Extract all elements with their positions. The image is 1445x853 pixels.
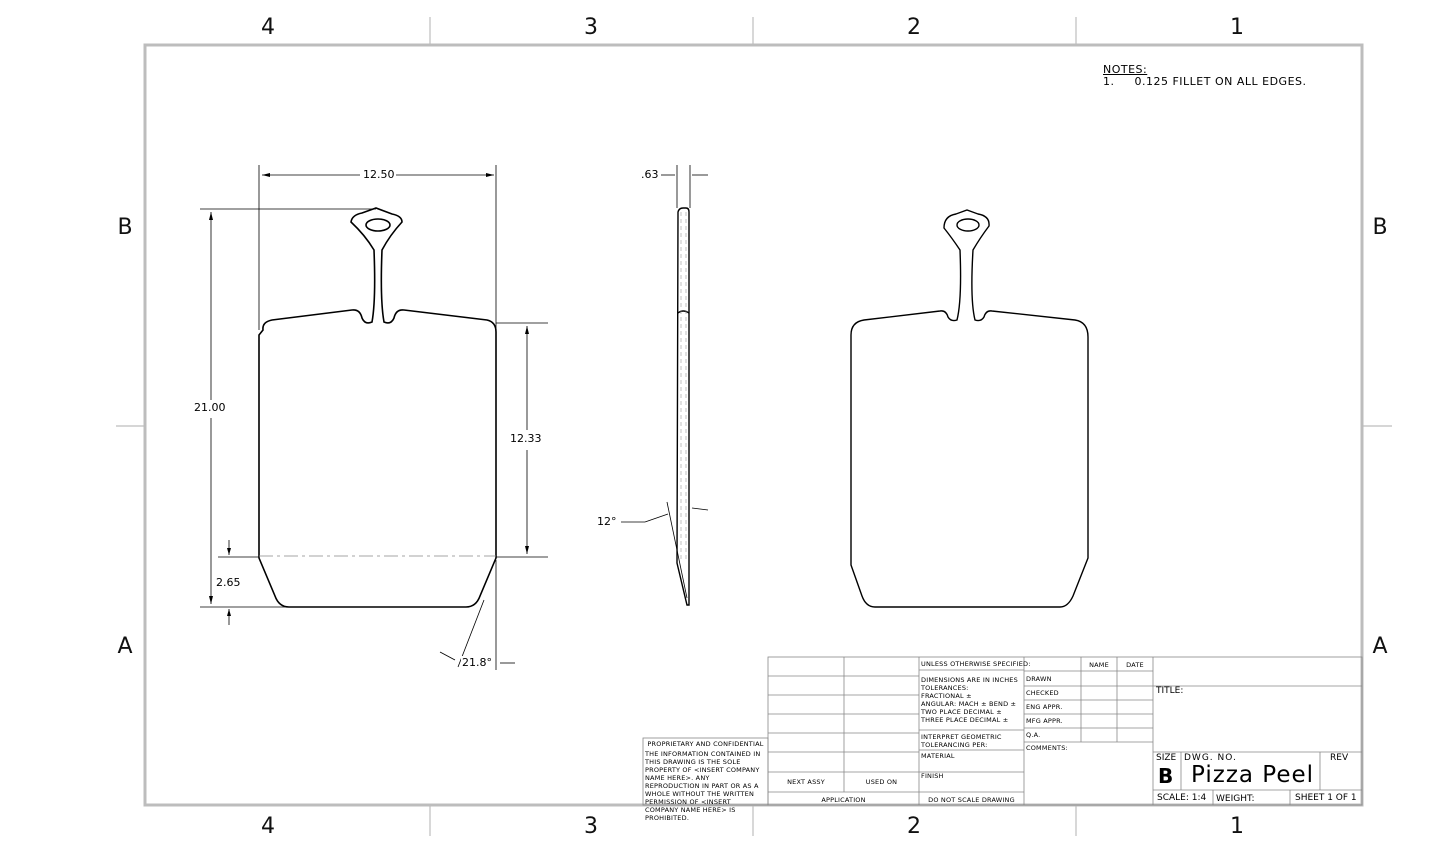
- tolerance-1: TOLERANCES:: [921, 684, 969, 692]
- zone-row-b-left: B: [117, 215, 133, 240]
- dim-bevel-angle: 21.8°: [461, 656, 493, 669]
- zone-col-1-top: 1: [1230, 15, 1244, 40]
- dwg-no-label: DWG. NO.: [1184, 753, 1237, 763]
- used-on-label: USED ON: [865, 778, 898, 786]
- dim-edge-angle: 12°: [596, 515, 618, 528]
- note-item: 1. 0.125 FILLET ON ALL EDGES.: [1103, 75, 1307, 88]
- date-header: DATE: [1126, 661, 1144, 669]
- application-label: APPLICATION: [821, 796, 866, 804]
- do-not-scale-label: DO NOT SCALE DRAWING: [928, 796, 1015, 804]
- sheet-label: SHEET 1 OF 1: [1295, 793, 1357, 803]
- approval-qa: Q.A.: [1026, 731, 1041, 739]
- dwg-no-value: Pizza Peel: [1191, 762, 1315, 788]
- size-label: SIZE: [1156, 753, 1177, 763]
- proprietary-body: THE INFORMATION CONTAINED IN THIS DRAWIN…: [645, 750, 761, 822]
- zone-row-a-right: A: [1372, 634, 1388, 659]
- size-value: B: [1158, 764, 1174, 788]
- interpret-1: TOLERANCING PER:: [921, 741, 988, 749]
- tolerance-5: THREE PLACE DECIMAL ±: [921, 716, 1009, 724]
- zone-col-3-bottom: 3: [584, 814, 598, 839]
- dim-blade-height: 12.33: [509, 432, 543, 445]
- zone-row-a-left: A: [117, 634, 133, 659]
- tolerance-0: DIMENSIONS ARE IN INCHES: [921, 676, 1018, 684]
- dim-thickness: .63: [640, 168, 660, 181]
- name-header: NAME: [1089, 661, 1109, 669]
- zone-col-3-top: 3: [584, 15, 598, 40]
- dim-bevel-height: 2.65: [215, 576, 242, 589]
- front-dimensions: [200, 165, 548, 670]
- material-label: MATERIAL: [921, 752, 955, 760]
- finish-label: FINISH: [921, 772, 944, 780]
- zone-col-4-top: 4: [261, 15, 275, 40]
- approval-checked: CHECKED: [1026, 689, 1059, 697]
- comments-label: COMMENTS:: [1026, 744, 1068, 752]
- dim-height: 21.00: [193, 401, 227, 414]
- zone-col-2-bottom: 2: [907, 814, 921, 839]
- next-assy-label: NEXT ASSY: [787, 778, 825, 786]
- dim-width: 12.50: [362, 168, 396, 181]
- rev-label: REV: [1330, 753, 1349, 763]
- approval-mfg: MFG APPR.: [1026, 717, 1063, 725]
- proprietary-heading: PROPRIETARY AND CONFIDENTIAL: [647, 740, 764, 748]
- tolerance-3: ANGULAR: MACH ± BEND ±: [921, 700, 1017, 708]
- tolerance-4: TWO PLACE DECIMAL ±: [921, 708, 1002, 716]
- title-label: TITLE:: [1156, 686, 1184, 696]
- right-view: [850, 209, 1089, 608]
- scale-label: SCALE: 1:4: [1157, 793, 1207, 803]
- front-view: [258, 207, 497, 608]
- interpret-0: INTERPRET GEOMETRIC: [921, 733, 1002, 741]
- zone-col-1-bottom: 1: [1230, 814, 1244, 839]
- side-view: [676, 207, 690, 606]
- approval-drawn: DRAWN: [1026, 675, 1052, 683]
- notes-heading: NOTES:: [1103, 63, 1148, 76]
- zone-col-4-bottom: 4: [261, 814, 275, 839]
- weight-label: WEIGHT:: [1216, 794, 1255, 804]
- tolerance-2: FRACTIONAL ±: [921, 692, 972, 700]
- unless-specified: UNLESS OTHERWISE SPECIFIED:: [921, 660, 1031, 668]
- title-block-grid: [642, 656, 1363, 806]
- approval-eng: ENG APPR.: [1026, 703, 1063, 711]
- zone-row-b-right: B: [1372, 215, 1388, 240]
- zone-col-2-top: 2: [907, 15, 921, 40]
